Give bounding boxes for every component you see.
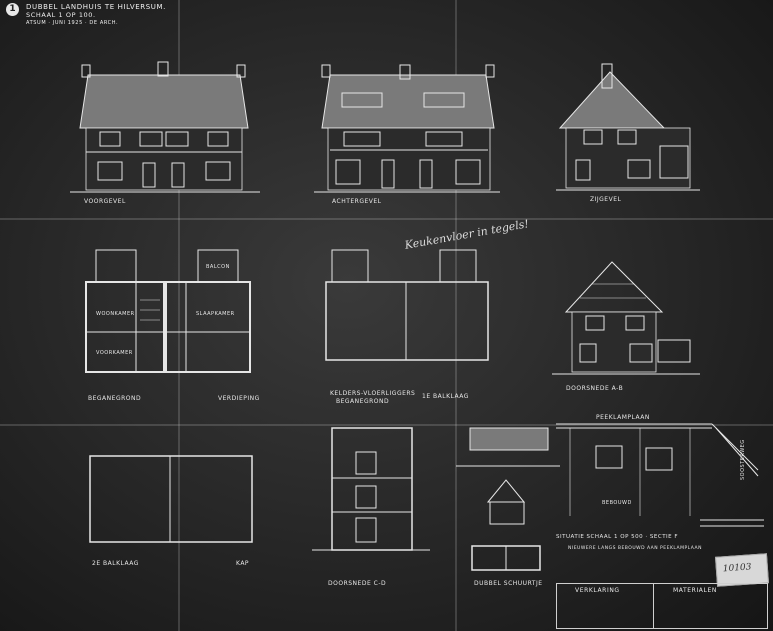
legend-divider	[653, 584, 654, 628]
fold-line-horizontal-1	[0, 218, 773, 220]
legend-block: VERKLARING MATERIALEN	[556, 583, 768, 629]
room-balcony: BALCON	[206, 264, 230, 270]
label-upper-floor: VERDIEPING	[218, 395, 260, 402]
label-section-cd: DOORSNEDE C-D	[328, 580, 387, 587]
shed-drawing	[456, 427, 560, 571]
title-block: DUBBEL LANDHUIS TE HILVERSUM. SCHAAL 1 O…	[26, 3, 166, 27]
beam-plan-drawing	[325, 249, 489, 361]
legend-left-header: VERKLARING	[575, 587, 620, 594]
legend-right-header: MATERIALEN	[673, 587, 717, 594]
label-roof-plan: KAP	[236, 560, 250, 567]
section-cd-drawing	[312, 427, 430, 551]
room-front-room: VOORKAMER	[96, 350, 133, 356]
label-site-note: NIEUWERE LANGS BEBOUWD AAN PEEKLAMPLAAN	[568, 546, 702, 551]
fold-line-horizontal-2	[0, 424, 773, 426]
title-line-3: ATSUM · JUNI 1925 · DE ARCH.	[26, 20, 119, 26]
label-shed: DUBBEL SCHUURTJE	[474, 580, 543, 587]
fold-line-vertical-2	[455, 0, 457, 631]
label-cellar-plan: KELDERS-VLOERLIGGERS	[330, 390, 416, 397]
sheet-number: 1	[6, 3, 19, 16]
label-site-caption: SITUATIE SCHAAL 1 OP 500 · SECTIE F	[556, 534, 679, 540]
title-line-1: DUBBEL LANDHUIS TE HILVERSUM.	[26, 3, 166, 11]
title-line-2: SCHAAL 1 OP 100.	[26, 11, 96, 19]
front-elevation-drawing	[70, 61, 260, 193]
floor-plans-drawing	[85, 249, 251, 373]
archive-stamp: 10103	[715, 553, 769, 587]
label-section-ab: DOORSNEDE A-B	[566, 385, 624, 392]
rear-elevation-drawing	[314, 64, 500, 193]
label-second-beams: 2E BALKLAAG	[92, 560, 139, 567]
side-elevation-drawing	[556, 63, 700, 191]
roof-plan-drawing	[89, 455, 253, 543]
stamp-number: 10103	[722, 562, 752, 575]
label-site-road: SOOSTERWEG	[740, 439, 746, 480]
room-bedroom: SLAAPKAMER	[196, 311, 235, 317]
label-ground-floor: BEGANEGROND	[88, 395, 142, 402]
fold-line-vertical-1	[178, 0, 180, 631]
label-site-street: PEEKLAMPLAAN	[596, 414, 650, 421]
site-plan-drawing	[556, 423, 764, 527]
label-cellar-sub: BEGANEGROND	[336, 398, 390, 405]
label-side-elevation: ZIJGEVEL	[590, 196, 622, 203]
label-first-beams: 1E BALKLAAG	[422, 393, 469, 400]
label-site-built: BEBOUWD	[602, 500, 632, 506]
section-ab-drawing	[552, 261, 700, 375]
room-living-room: WOONKAMER	[96, 311, 135, 317]
label-rear-elevation: ACHTERGEVEL	[332, 198, 382, 205]
label-front-elevation: VOORGEVEL	[84, 198, 126, 205]
